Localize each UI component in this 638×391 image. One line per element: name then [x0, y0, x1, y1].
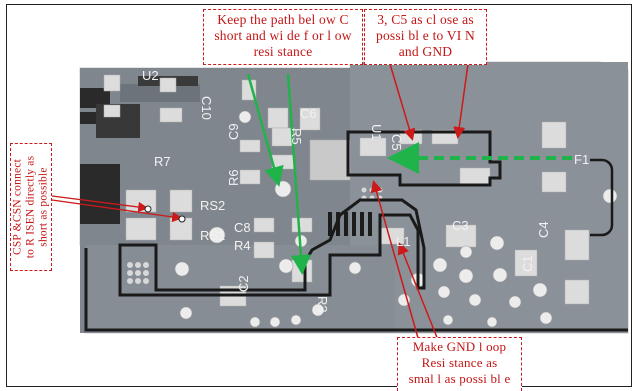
gnd-loop-outline [118, 198, 426, 297]
label-c3: C3 [452, 218, 469, 233]
path-note-line-1: Keep the path bel ow C [217, 12, 349, 27]
vin-note-line-1: 3, C5 as cl ose as [377, 12, 474, 27]
label-l1: L1 [396, 234, 410, 249]
red-arrow-c5b [453, 63, 469, 139]
csp-note-line-2: to R ISEN directly as [24, 155, 37, 259]
gnd-loop-note: Make GND l oop Resi stance as smal l as … [397, 337, 522, 391]
via-grid [127, 187, 383, 284]
red-arrow-gnd1 [370, 180, 421, 346]
red-arrow-csp1 [51, 195, 149, 213]
path-note-line-3: resi stance [253, 44, 313, 59]
pads [103, 74, 590, 307]
label-r7: R7 [154, 154, 171, 169]
gnd-note-line-3: smal l as possi bl e [408, 371, 511, 386]
label-c1: C1 [520, 255, 535, 272]
label-r6: R6 [226, 169, 241, 186]
label-c9: C9 [226, 123, 241, 140]
label-rs2: RS2 [200, 198, 225, 213]
label-c10: C10 [199, 96, 214, 120]
path-note-line-2: short and wi de f or l ow [214, 28, 352, 43]
outer-gnd-outline [84, 248, 628, 332]
vin-cap-note: 3, C5 as cl ose as possi bl e to VI N an… [364, 9, 487, 65]
label-c8: C8 [234, 220, 251, 235]
red-arrow-gnd2 [397, 242, 441, 346]
red-arrow-csp2 [51, 199, 183, 223]
csp-pin-marker [144, 205, 152, 213]
label-c5: C5 [389, 134, 404, 151]
label-u2: U2 [142, 68, 159, 83]
input-loop-outline [346, 130, 502, 187]
label-r4: R4 [234, 238, 251, 253]
label-r3: R3 [315, 296, 330, 313]
f1-connector [590, 158, 614, 237]
silkscreen-labels: U2 C10 C6 C9 R5 R6 R7 U1 C5 F1 RS2 RS1 C… [142, 68, 589, 313]
gnd-note-line-1: Make GND l oop [412, 339, 507, 354]
vin-note-line-3: and GND [398, 44, 453, 59]
label-c4: C4 [536, 221, 551, 238]
path-width-note: Keep the path bel ow C short and wi de f… [203, 9, 363, 65]
csp-csn-note: CSP &CSN connect to R ISEN directly as s… [10, 143, 52, 271]
gnd-note-line-2: Resi stance as [421, 355, 498, 370]
green-arrow-left [246, 73, 284, 187]
label-rs1: RS1 [200, 228, 225, 243]
label-r5: R5 [289, 128, 304, 145]
label-u1: U1 [369, 124, 384, 141]
label-c2: C2 [236, 275, 251, 292]
vin-note-line-2: possi bl e to VI N [376, 28, 475, 43]
csn-pin-marker [178, 215, 186, 223]
label-f1: F1 [574, 152, 589, 167]
label-c6: C6 [300, 106, 317, 121]
csp-note-line-1: CSP &CSN connect [11, 158, 24, 256]
green-arrow-right [286, 73, 311, 275]
red-arrow-c5 [389, 63, 416, 141]
csp-note-line-3: short as possible [37, 167, 50, 247]
